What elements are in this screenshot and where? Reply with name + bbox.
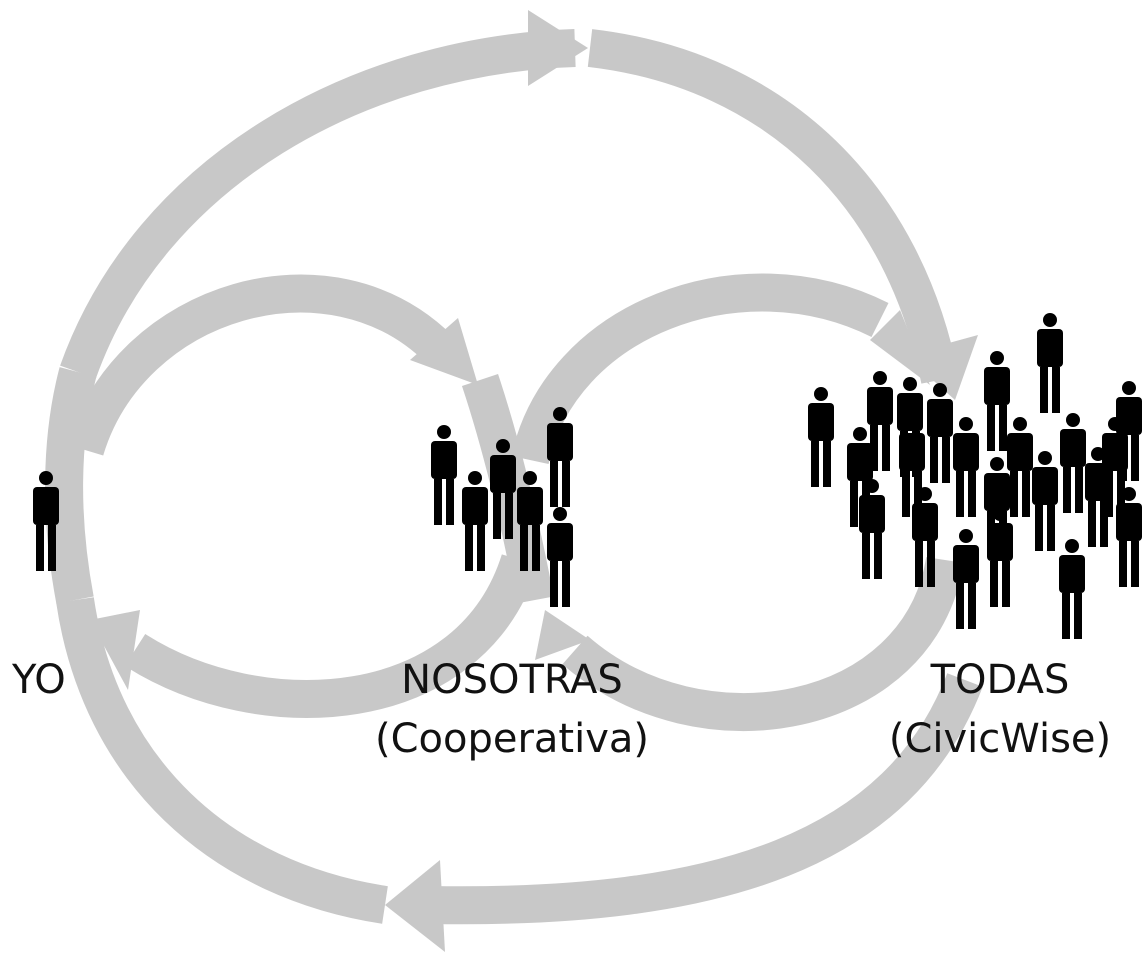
labels: YO NOSOTRAS (Cooperativa) TODAS (CivicWi… [11,657,1111,762]
arrows [45,10,983,952]
label-todas-subtitle: (CivicWise) [889,716,1111,762]
person-icon [808,387,834,487]
left-arrowhead-yo [90,610,140,690]
outer-arrowhead-top [528,10,588,86]
person-icon [1059,539,1085,639]
left-arrow-top [66,274,454,456]
outer-arrow-bottom-right [429,673,983,925]
outer-arrow-top-left [60,29,576,379]
label-yo-title: YO [11,657,66,703]
outer-arrowhead-bottom [385,860,445,952]
outer-arrow-left [45,367,97,604]
person-icon [1037,313,1063,413]
label-nosotras-subtitle: (Cooperativa) [375,716,649,762]
person-icon [953,529,979,629]
right-arrow-bottom [562,556,964,732]
person-icon [547,507,573,607]
outer-arrowhead-todas [905,335,978,400]
right-arrowhead-todas [870,310,930,385]
left-arrowhead-nosotras [410,318,478,385]
people-group-todas [808,313,1142,639]
person-icon [953,417,979,517]
outer-arrow-top-right [587,29,959,384]
person-icon [1007,417,1033,517]
right-arrowhead-nosotras [535,610,590,660]
right-arrow-top [511,273,889,465]
person-icon [1060,413,1086,513]
person-icon [927,383,953,483]
person-icon [1032,451,1058,551]
person-icon [984,351,1010,451]
label-todas-title: TODAS [930,657,1070,703]
outer-arrow-bottom-left [56,597,388,924]
left-arrow-bottom [124,553,539,718]
person-icon [431,425,457,525]
label-nosotras-title: NOSOTRAS [401,657,623,703]
person-icon [462,471,488,571]
